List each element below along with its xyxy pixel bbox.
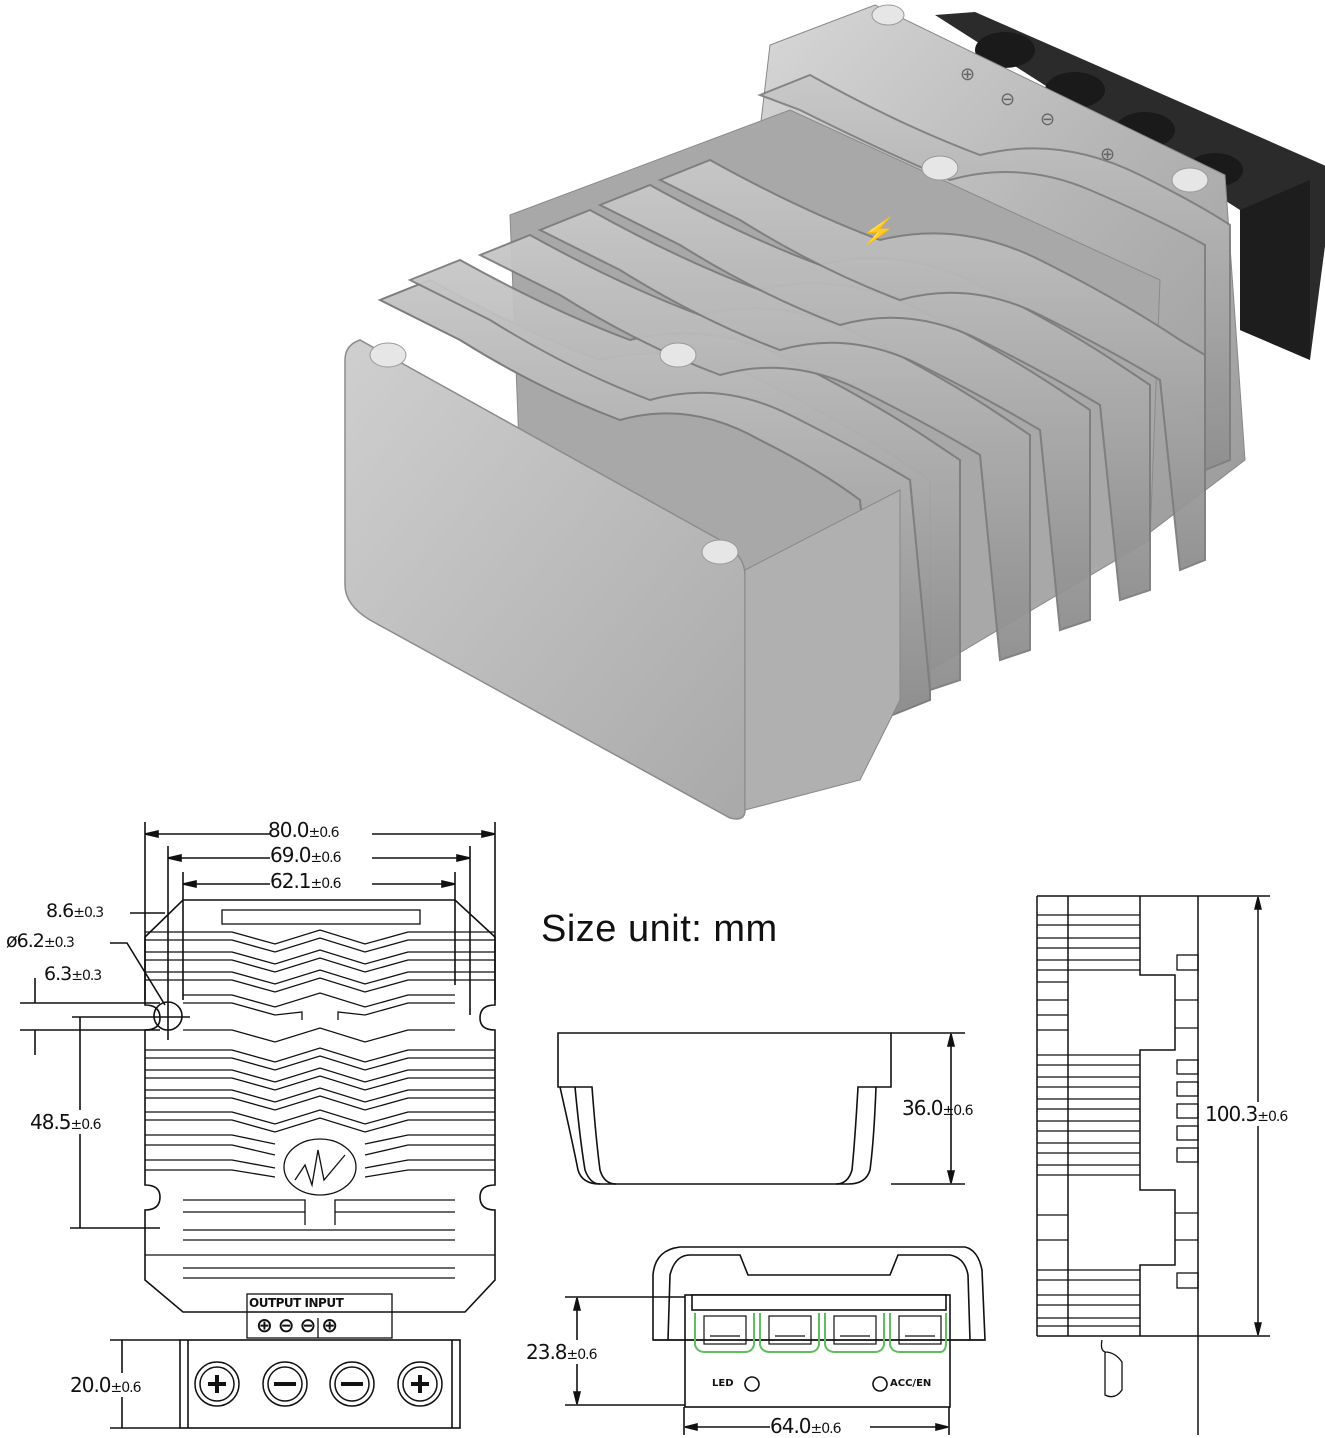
dim-terminal-width: 64.0±0.6 bbox=[770, 1414, 842, 1438]
dim-value: 6.3 bbox=[44, 963, 72, 985]
output-label: OUTPUT bbox=[249, 1296, 301, 1310]
dim-value: 23.8 bbox=[526, 1340, 568, 1364]
terminal-label-panel bbox=[246, 1293, 393, 1339]
dim-tolerance: ±0.3 bbox=[73, 905, 104, 921]
product-photo: ⚡ ⊕ ⊖ ⊖ ⊕ bbox=[330, 0, 1325, 820]
dim-value: 36.0 bbox=[902, 1096, 944, 1120]
dim-front-height: 36.0±0.6 bbox=[902, 1096, 974, 1120]
dim-value: 20.0 bbox=[70, 1373, 112, 1397]
dim-tolerance: ±0.6 bbox=[566, 1347, 598, 1363]
minus-icon: ⊖ bbox=[299, 1313, 322, 1337]
dim-tolerance: ±0.3 bbox=[71, 968, 102, 984]
led-label: LED bbox=[712, 1378, 734, 1389]
dim-hole-offset: 6.3±0.3 bbox=[44, 963, 102, 985]
svg-text:⊕: ⊕ bbox=[1100, 144, 1115, 164]
dim-inner-width: 62.1±0.6 bbox=[270, 869, 342, 893]
dim-terminal-depth: 20.0±0.6 bbox=[70, 1373, 142, 1397]
dim-value: 64.0 bbox=[770, 1414, 812, 1438]
dim-value: 62.1 bbox=[270, 869, 312, 893]
size-unit-label: Size unit: mm bbox=[541, 908, 778, 950]
dim-tolerance: ±0.6 bbox=[310, 876, 342, 892]
terminal-markings: ⊕ ⊖ ⊖ ⊕ bbox=[960, 64, 1115, 164]
input-label: INPUT bbox=[304, 1296, 344, 1310]
dim-tolerance: ±0.3 bbox=[43, 935, 75, 951]
converter-illustration: ⚡ ⊕ ⊖ ⊖ ⊕ bbox=[344, 4, 1325, 820]
dim-value: 69.0 bbox=[270, 843, 312, 867]
dim-tolerance: ±0.6 bbox=[308, 825, 340, 841]
svg-text:⊕: ⊕ bbox=[960, 64, 975, 84]
acc-en-label: ACC/EN bbox=[890, 1378, 932, 1389]
output-input-labels: OUTPUT INPUT bbox=[249, 1296, 344, 1310]
brand-logo: ⚡ bbox=[860, 216, 894, 247]
dim-value: ø6.2 bbox=[6, 930, 45, 952]
led-indicator bbox=[744, 1376, 760, 1392]
dim-tolerance: ±0.6 bbox=[810, 1421, 842, 1437]
end-view-drawing bbox=[560, 1230, 1010, 1435]
dim-tolerance: ±0.6 bbox=[70, 1117, 102, 1133]
logo-outline bbox=[283, 1138, 357, 1196]
dim-overall-width: 80.0±0.6 bbox=[268, 818, 340, 842]
dim-side-length: 100.3±0.6 bbox=[1205, 1102, 1288, 1126]
dim-mount-hole-spacing: 69.0±0.6 bbox=[270, 843, 342, 867]
dim-value: 100.3 bbox=[1205, 1102, 1258, 1126]
dim-tolerance: ±0.6 bbox=[110, 1380, 142, 1396]
minus-icon: ⊖ bbox=[277, 1313, 300, 1337]
dim-value: 80.0 bbox=[268, 818, 310, 842]
svg-text:⊖: ⊖ bbox=[1040, 109, 1055, 129]
dim-terminal-height: 23.8±0.6 bbox=[526, 1340, 598, 1364]
dim-tolerance: ±0.6 bbox=[1257, 1109, 1288, 1125]
dim-tolerance: ±0.6 bbox=[942, 1103, 974, 1119]
plus-icon: ⊕ bbox=[256, 1313, 278, 1337]
dim-tolerance: ±0.6 bbox=[310, 850, 342, 866]
svg-text:⊖: ⊖ bbox=[1000, 89, 1015, 109]
acc-en-terminal bbox=[872, 1376, 888, 1392]
dim-value: 8.6 bbox=[46, 900, 74, 922]
front-view-drawing bbox=[550, 1025, 1010, 1195]
dim-hole-to-slot: 48.5±0.6 bbox=[30, 1110, 102, 1134]
dim-chamfer: 8.6±0.3 bbox=[46, 900, 104, 922]
plus-icon: ⊕ bbox=[321, 1313, 344, 1337]
dim-value: 48.5 bbox=[30, 1110, 72, 1134]
top-view-drawing bbox=[0, 810, 520, 1435]
terminal-symbol-row: ⊕⊖⊖⊕ bbox=[256, 1313, 343, 1337]
side-view-drawing bbox=[1030, 885, 1325, 1435]
dim-hole-diameter: ø6.2±0.3 bbox=[6, 930, 75, 952]
